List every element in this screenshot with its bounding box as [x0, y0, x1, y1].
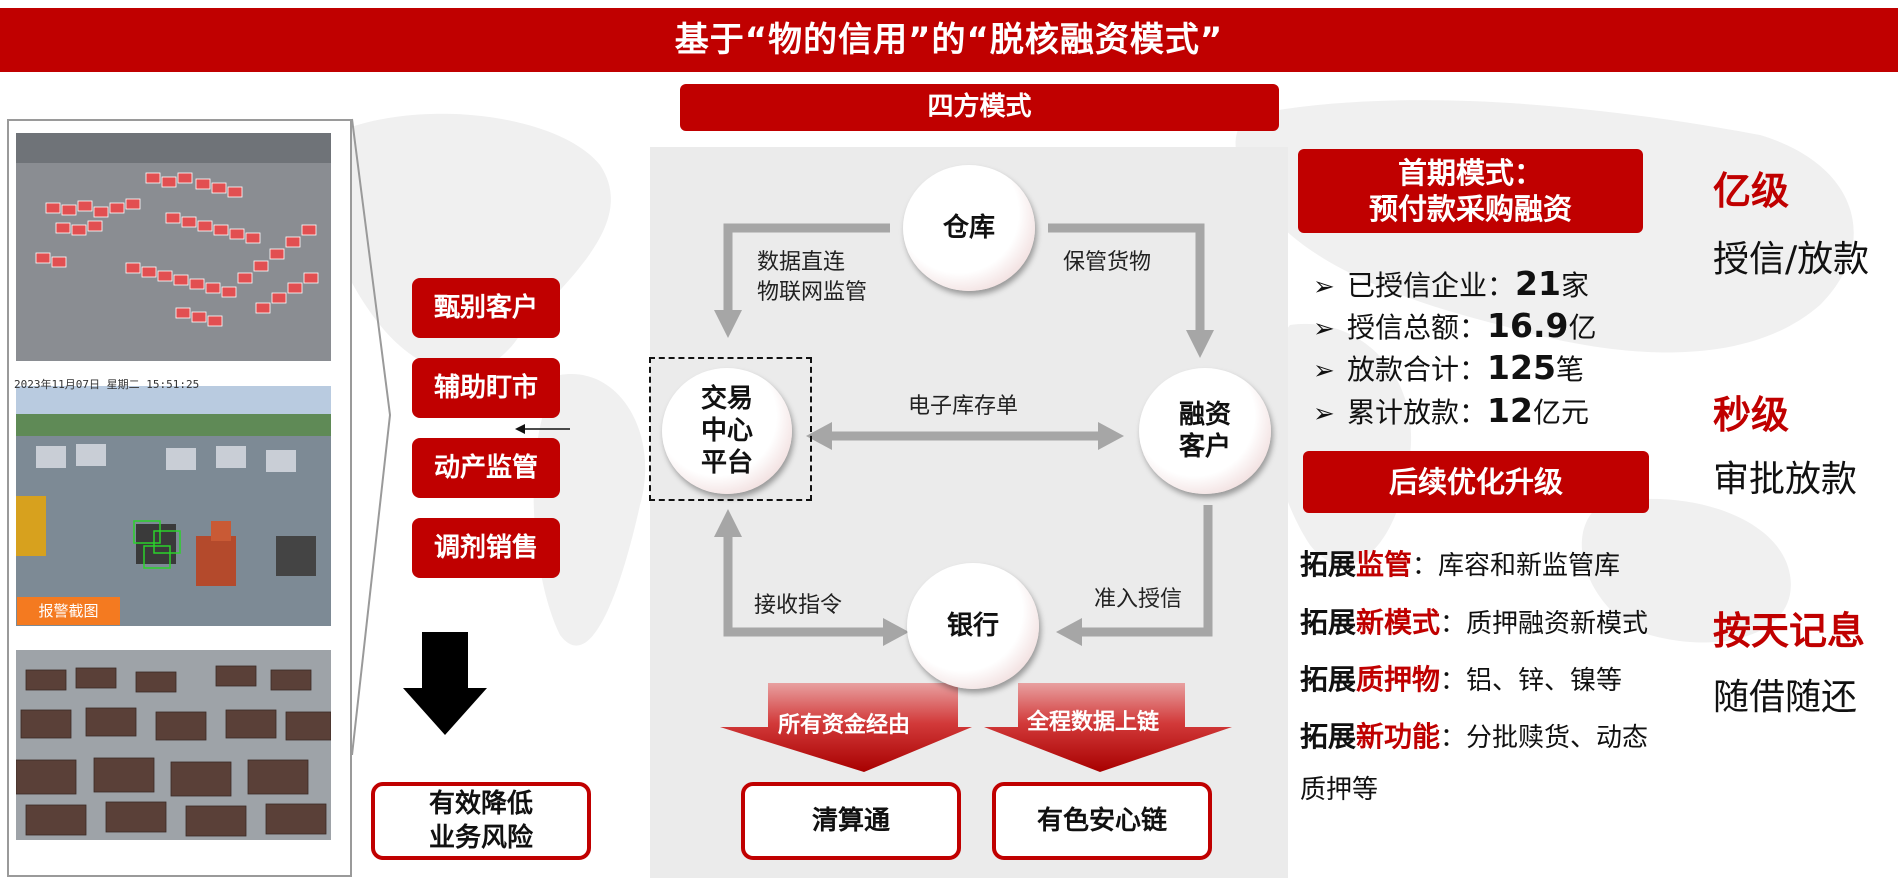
ext-item-new-mode: 拓展新模式：质押融资新模式	[1300, 606, 1649, 639]
page-title: 基于“物的信用”的“脱核融资模式”	[0, 8, 1898, 72]
ext-item-continuation: 质押等	[1300, 775, 1379, 805]
stat-loan-count: ➢放款合计：125笔	[1313, 348, 1584, 391]
arrow-warehouse-to-client	[1048, 223, 1205, 330]
bullet-arrow-icon: ➢	[1313, 399, 1335, 429]
funds-arrow-shape	[720, 683, 972, 772]
label-warehouse-receipt: 电子库存单	[908, 394, 1019, 419]
arrow-client-to-bank	[1080, 505, 1213, 637]
highlight-second-sub: 审批放款	[1713, 459, 1858, 500]
bullet-arrow-icon: ➢	[1313, 272, 1335, 302]
ext-item-new-function: 拓展新功能：分批赎货、动态	[1300, 720, 1649, 753]
chain-arrow-shape	[984, 683, 1232, 772]
first-mode-title-1: 首期模式：	[1397, 156, 1543, 190]
camera-timestamp: 2023年11月07日 星期二 15:51:25	[14, 378, 200, 391]
arrowhead-platform-top	[714, 310, 742, 338]
arrowhead-client-top	[1186, 330, 1214, 358]
photo-ingot-stacks	[16, 650, 331, 840]
stat-cumulative-loans: ➢累计放款：12亿元	[1313, 391, 1589, 434]
stat-credited-companies: ➢已授信企业：21家	[1313, 264, 1589, 307]
highlight-billion-scale: 亿级	[1713, 169, 1790, 213]
label-iot-monitor: 物联网监管	[757, 280, 868, 305]
arrow-warehouse-to-platform	[723, 223, 890, 310]
arrowhead-bank-left	[883, 618, 909, 646]
four-party-header: 四方模式	[680, 84, 1279, 131]
arrow-platform-bank	[723, 535, 885, 637]
ext-item-collateral: 拓展质押物：铝、锌、镍等	[1300, 663, 1623, 696]
arrowhead-platform-bottom	[714, 509, 742, 537]
photo-forklift-monitor	[16, 386, 331, 626]
function-tag-asset-monitor: 动产监管	[412, 438, 560, 498]
label-data-direct: 数据直连	[757, 250, 846, 275]
highlight-second-scale: 秒级	[1713, 393, 1790, 437]
node-financing-client: 融资 客户	[1139, 368, 1271, 494]
node-trading-platform: 交易 中心 平台	[662, 368, 792, 494]
label-all-funds: 所有资金经由	[778, 713, 911, 738]
node-warehouse: 仓库	[903, 165, 1035, 291]
callout-connector	[351, 118, 570, 755]
safe-chain-box: 有色安心链	[992, 782, 1212, 860]
clearing-box: 清算通	[741, 782, 961, 860]
bullet-arrow-icon: ➢	[1313, 314, 1335, 344]
stat-credit-total: ➢授信总额：16.9亿	[1313, 306, 1596, 349]
label-custody: 保管货物	[1063, 250, 1152, 275]
bullet-arrow-icon: ➢	[1313, 356, 1335, 386]
first-mode-title-2: 预付款采购融资	[1368, 192, 1572, 226]
label-receive-order: 接收指令	[754, 593, 843, 618]
arrowhead-bank-right	[1056, 618, 1082, 646]
left-pointer-arrowhead	[515, 424, 525, 434]
function-tag-market-watch: 辅助盯市	[412, 358, 560, 418]
label-full-chain: 全程数据上链	[1027, 710, 1160, 735]
alarm-screenshot-tag: 报警截图	[17, 597, 120, 625]
risk-reduction-box: 有效降低 业务风险	[371, 782, 591, 860]
first-mode-header: 首期模式： 预付款采购融资	[1298, 149, 1643, 233]
photo-yard-detection	[16, 133, 331, 361]
arrowhead-receipt-left	[806, 422, 832, 450]
highlight-billion-sub: 授信/放款	[1713, 239, 1870, 280]
function-tag-sales-adjust: 调剂销售	[412, 518, 560, 578]
platform-dashed-frame	[649, 357, 812, 501]
label-credit-access: 准入授信	[1094, 587, 1183, 612]
ext-item-monitor: 拓展监管：库容和新监管库	[1300, 548, 1621, 581]
highlight-daily-sub: 随借随还	[1713, 677, 1858, 718]
function-tag-screen-client: 甄别客户	[412, 278, 560, 338]
later-mode-header: 后续优化升级	[1303, 451, 1649, 513]
risk-line-1: 有效降低	[428, 789, 533, 819]
risk-line-2: 业务风险	[428, 823, 533, 853]
arrowhead-receipt-right	[1098, 422, 1124, 450]
node-bank: 银行	[907, 563, 1039, 689]
highlight-daily-interest: 按天记息	[1713, 609, 1866, 653]
down-arrow-icon	[403, 632, 487, 735]
